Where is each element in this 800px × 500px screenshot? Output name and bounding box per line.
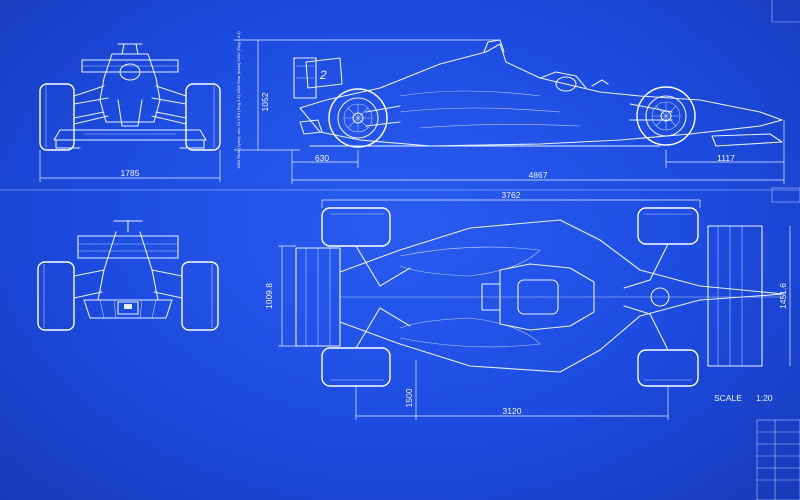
scale-value: 1:20 xyxy=(756,393,773,403)
dimension-top-front-width: 1009.8 xyxy=(264,283,274,309)
dimension-overall-length: 4867 xyxy=(529,170,548,180)
dimension-front-overhang: 630 xyxy=(315,153,329,163)
dimension-side-height: 1052 xyxy=(260,92,270,111)
dimension-top-track-height: 1500 xyxy=(404,388,414,407)
regulation-note: 1850 Rear (Tyres), sec. CLYRS (Reg 2.8) … xyxy=(236,31,241,169)
side-number: 2 xyxy=(319,68,327,82)
rear-view xyxy=(37,220,219,331)
dimension-rear-overhang: 1117 xyxy=(717,153,735,163)
scale-label: SCALE xyxy=(714,393,742,403)
dimension-top-rear-width: 1451.6 xyxy=(778,283,788,309)
side-view: 2 xyxy=(234,31,785,184)
dimension-top-length: 3762 xyxy=(502,190,521,200)
scale-block: SCALE 1:20 xyxy=(714,393,773,403)
dimension-wheelbase: 3120 xyxy=(503,406,522,416)
top-view: 3762 1009.8 1451.6 1500 3120 xyxy=(264,190,791,420)
dimension-front-track: 1785 xyxy=(121,168,140,178)
front-view: 1785 xyxy=(39,43,221,182)
